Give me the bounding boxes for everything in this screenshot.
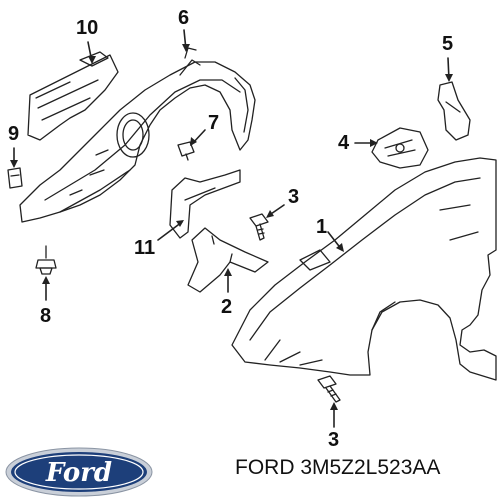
bracket-part-11 (169, 169, 241, 239)
callout-8: 8 (40, 305, 52, 327)
callout-6: 6 (178, 7, 190, 29)
bolt-part-3-top (249, 213, 269, 241)
bracket-part-5 (437, 81, 471, 141)
callout-5: 5 (442, 33, 454, 55)
clip-part-9 (7, 167, 23, 189)
callout-3-top: 3 (288, 186, 300, 208)
bracket-part-4 (371, 127, 429, 169)
callout-1: 1 (316, 216, 328, 238)
ford-logo: Ford (5, 447, 153, 497)
callout-10: 10 (76, 17, 99, 39)
callout-7: 7 (208, 112, 220, 134)
wheel-arch-liner (19, 47, 256, 223)
clip-part-8 (35, 245, 57, 275)
leader-arrowheads (10, 44, 453, 410)
push-pin-part-7 (177, 141, 195, 161)
part-number-caption: FORD 3M5Z2L523AA (235, 456, 441, 479)
callout-2: 2 (221, 296, 233, 318)
front-fender-part-1 (231, 157, 497, 381)
bolt-part-3-bottom (317, 375, 341, 403)
ford-logo-script: Ford (45, 458, 112, 488)
callout-11: 11 (134, 237, 156, 259)
callout-4: 4 (338, 132, 350, 154)
ford-logo-oval (11, 452, 147, 492)
callout-9: 9 (8, 123, 20, 145)
callout-3-bottom: 3 (328, 429, 340, 451)
bracket-part-2 (187, 227, 269, 293)
splash-shield-part-10 (27, 51, 119, 141)
